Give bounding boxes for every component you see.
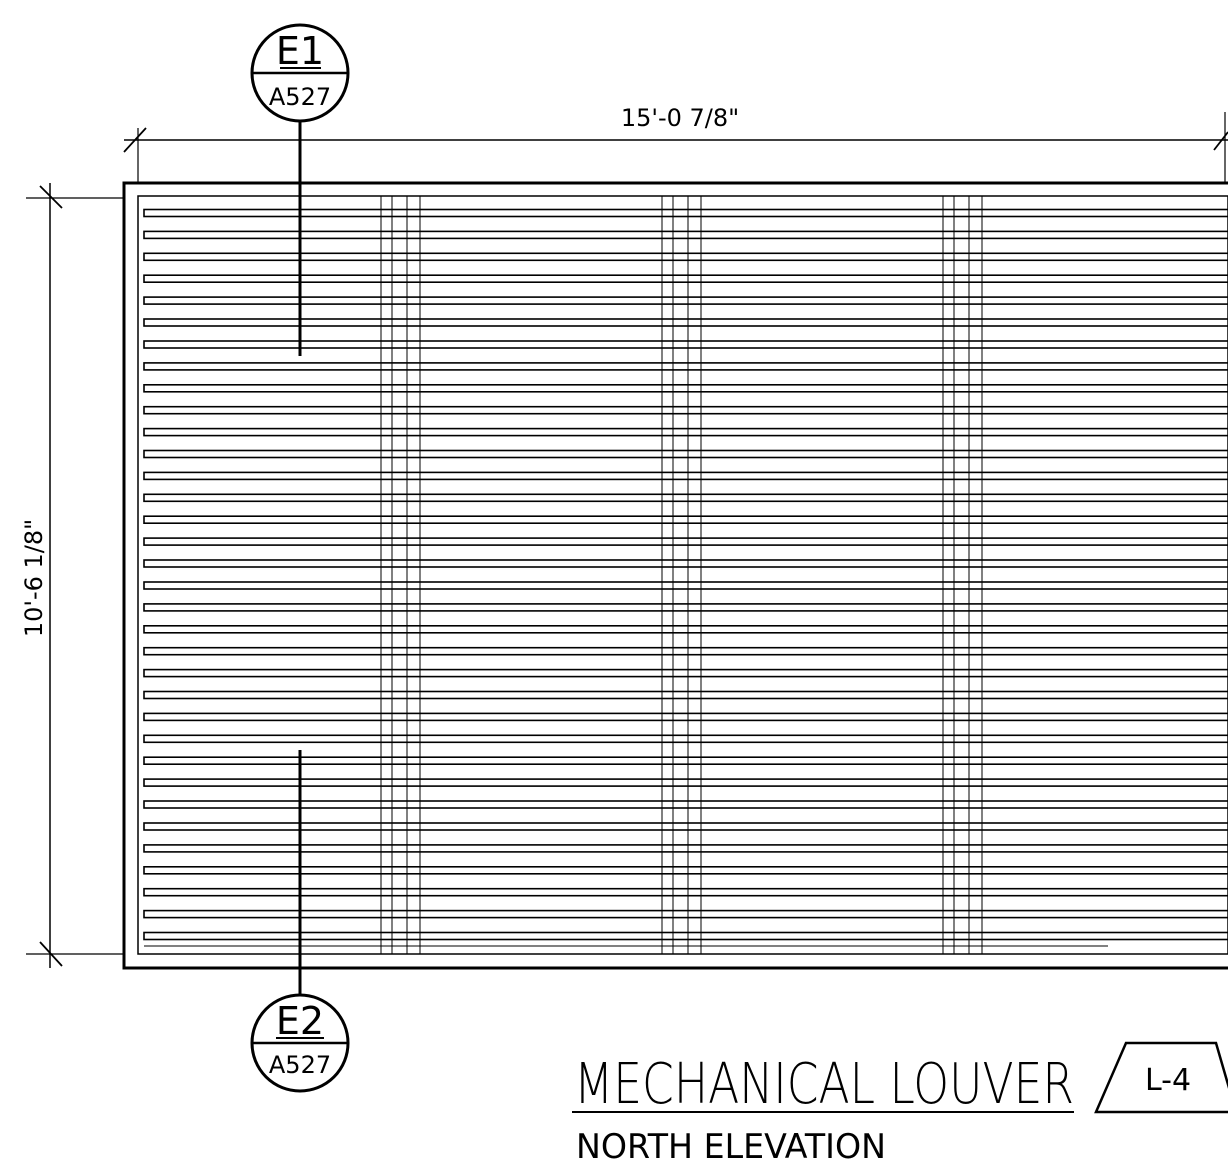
louver-blade xyxy=(143,208,1228,218)
width-dimension-label: 15'-0 7/8" xyxy=(621,104,739,132)
louver-blade xyxy=(143,449,1228,459)
louver-blade xyxy=(143,559,1228,568)
width-tick-left xyxy=(123,127,147,153)
louver-blade xyxy=(143,230,1228,240)
louver-frame xyxy=(122,181,1228,970)
height-dimension xyxy=(26,183,124,968)
section-sheet-e1: A527 xyxy=(269,83,331,111)
louver-blade xyxy=(143,756,1228,766)
louver-blade xyxy=(143,318,1228,327)
louver-mullions xyxy=(380,196,983,954)
louver-blade xyxy=(143,887,1228,897)
louver-blades xyxy=(143,208,1228,941)
louver-blade xyxy=(143,844,1228,853)
section-id-e1: E1 xyxy=(276,29,324,73)
louver-blade xyxy=(143,712,1228,722)
louver-blade xyxy=(143,778,1228,787)
louver-blade xyxy=(143,471,1228,481)
louver-blade xyxy=(143,493,1228,503)
louver-blade xyxy=(143,383,1228,393)
section-sheet-e2: A527 xyxy=(269,1051,331,1079)
louver-blade xyxy=(143,296,1228,305)
louver-blade xyxy=(143,603,1228,612)
louver-inner-frame xyxy=(137,195,1228,955)
louver-blade xyxy=(143,909,1228,919)
louver-blade xyxy=(143,252,1228,262)
louver-blade xyxy=(143,362,1228,371)
width-dimension xyxy=(123,112,1228,183)
louver-blade xyxy=(143,274,1228,284)
louver-blade xyxy=(143,690,1228,700)
louver-blade xyxy=(143,646,1228,656)
louver-blade xyxy=(143,668,1228,678)
louver-blade xyxy=(143,734,1228,744)
drawing-subtitle: NORTH ELEVATION xyxy=(576,1127,886,1167)
louver-blade xyxy=(143,340,1228,349)
section-marker-e2: E2 A527 xyxy=(250,750,350,1093)
height-tick-bottom xyxy=(39,941,63,967)
louver-blade xyxy=(143,931,1228,941)
louver-blade xyxy=(143,405,1228,415)
louver-blade xyxy=(143,624,1228,634)
height-tick-top xyxy=(39,185,63,209)
width-tick-right xyxy=(1213,131,1228,151)
louver-blade xyxy=(143,515,1228,525)
height-dimension-label: 10'-6 1/8" xyxy=(20,519,48,637)
louver-blade xyxy=(143,581,1228,590)
louver-blade xyxy=(143,427,1228,437)
section-id-e2: E2 xyxy=(276,999,324,1043)
louver-tag-label: L-4 xyxy=(1145,1063,1191,1098)
title-block: MECHANICAL LOUVER NORTH ELEVATION L-4 xyxy=(572,1041,1228,1167)
louver-outer-frame xyxy=(122,181,1228,970)
louver-blade xyxy=(143,537,1228,546)
louver-tag-symbol xyxy=(1094,1041,1228,1114)
louver-blade xyxy=(143,822,1228,831)
louver-blade xyxy=(143,865,1228,875)
section-marker-e1: E1 A527 xyxy=(250,23,350,356)
louver-blade xyxy=(143,800,1228,809)
drawing-title: MECHANICAL LOUVER xyxy=(574,1052,1074,1117)
